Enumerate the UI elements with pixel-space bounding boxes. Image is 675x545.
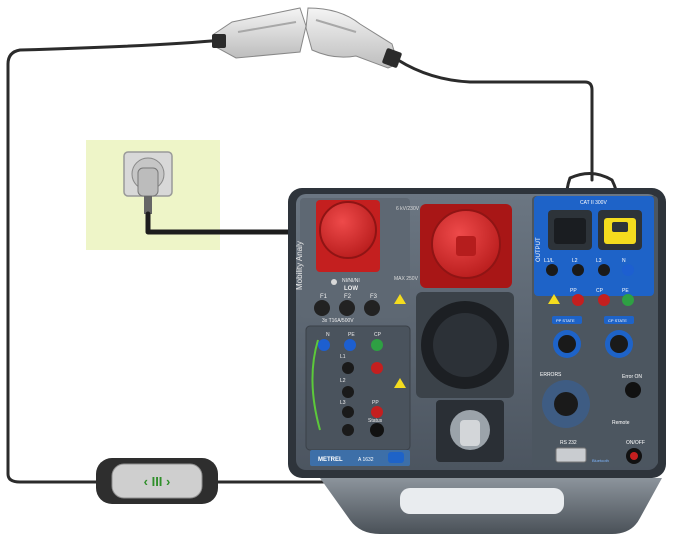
pp-label: PP (570, 288, 577, 294)
phase-label-l1: L1/L (544, 258, 554, 264)
terminal-label-pp: PP (372, 400, 379, 406)
bluetooth-label: Bluetooth (592, 458, 609, 463)
cat-label: CAT II 300V (580, 200, 607, 206)
red-input-socket (316, 200, 380, 272)
cp-label: CP (596, 288, 604, 294)
remote-label: Remote (612, 420, 630, 426)
fuse-rating: 3x T16A/500V (322, 318, 354, 324)
cp-state-label: CP STATE (608, 318, 627, 323)
fuse-label-2: F2 (344, 294, 352, 300)
terminal-label-cp: CP (374, 332, 382, 338)
fuse-label-1: F1 (320, 294, 328, 300)
type2-connector-socket-plug (305, 7, 402, 69)
plug-ratings-2: MAX 250V (394, 276, 419, 282)
terminal-label-n: N (326, 332, 330, 338)
nmi-label: NI/NI/NI (342, 278, 360, 284)
low-label: LOW (344, 286, 358, 292)
state-knobs: PP STATE CP STATE (552, 316, 634, 358)
pe-label: PE (622, 288, 629, 294)
evse-control-box: ‹ III › (96, 458, 218, 504)
red-cee-socket (420, 204, 512, 288)
evse-symbol: ‹ III › (144, 474, 171, 489)
errors-label: ERRORS (540, 372, 562, 378)
fuse-holders: F1 F2 F3 3x T16A/500V (314, 294, 406, 324)
n-label: N (622, 258, 626, 264)
terminal-label-l3: L3 (340, 400, 346, 406)
terminal-label-status: Status (368, 418, 383, 424)
output-label: OUTPUT (536, 237, 542, 262)
test-terminals: N PE CP L1 L2 L3 PP Status (318, 332, 406, 437)
pp-state-label: PP STATE (556, 318, 575, 323)
errors-panel: ERRORS Error ON Remote (540, 372, 642, 428)
rs232-label: RS 232 (560, 440, 577, 446)
model-label: A 1632 (358, 457, 374, 463)
phase-label-l2: L2 (572, 258, 578, 264)
side-label: Mobility Analy (295, 241, 304, 290)
onoff-label: ON/OFF (626, 440, 645, 446)
fuse-label-3: F3 (370, 294, 378, 300)
terminal-label-l1: L1 (340, 354, 346, 360)
metrel-a1632-tester: Mobility Analy 6 kV/230V 16 A/400V MAX 2… (288, 188, 666, 534)
phase-label-l3: L3 (596, 258, 602, 264)
brand-label: METREL (318, 457, 343, 463)
terminal-label-pe: PE (348, 332, 355, 338)
terminal-label-l2: L2 (340, 378, 346, 384)
schuko-socket (436, 400, 504, 462)
type2-socket (416, 292, 514, 398)
error-on-label: Error ON (622, 374, 642, 380)
type2-connector-plug (212, 7, 307, 59)
